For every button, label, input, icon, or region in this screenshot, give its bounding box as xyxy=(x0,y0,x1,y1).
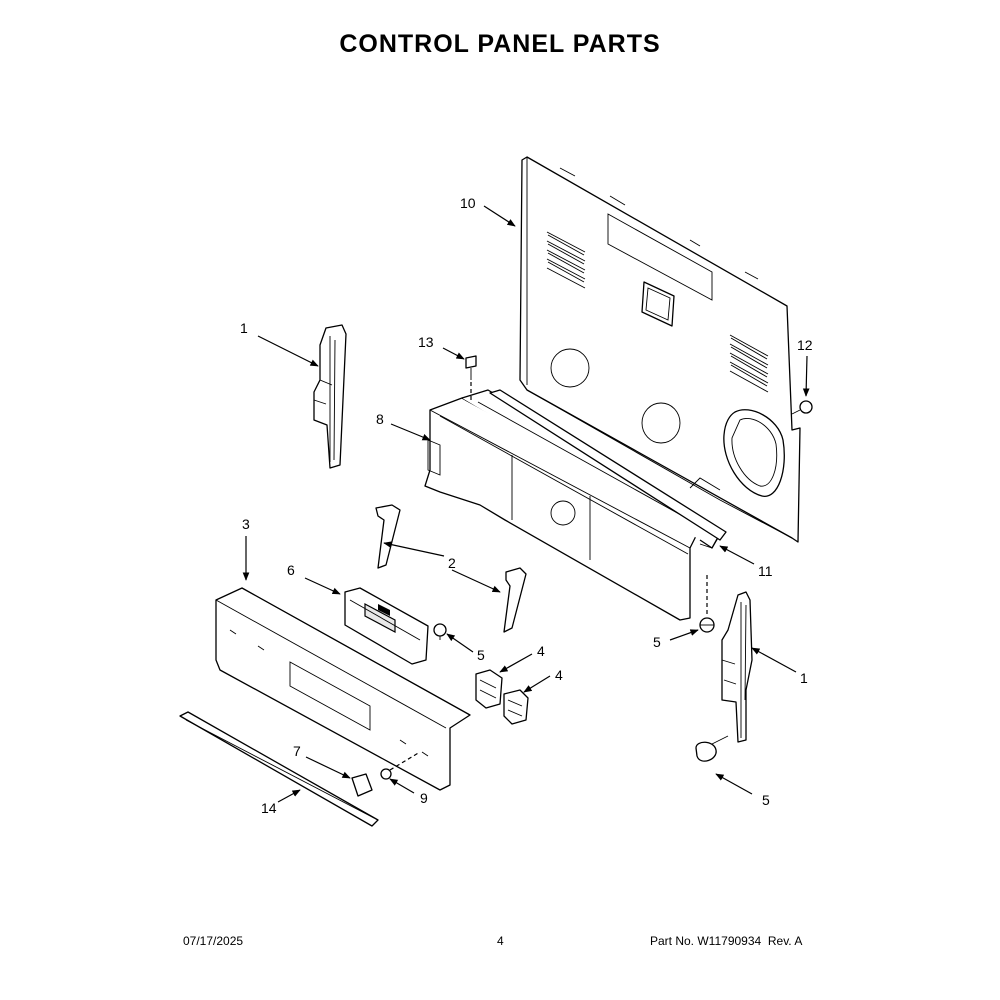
callout-7: 7 xyxy=(293,743,301,759)
callout-11: 11 xyxy=(758,563,773,579)
callout-1-left: 1 xyxy=(240,320,248,336)
vent-slots-right xyxy=(729,334,769,393)
part-2-brackets xyxy=(375,504,527,633)
callout-5-center: 5 xyxy=(653,634,661,650)
vent-slots-left xyxy=(546,231,586,289)
footer-date: 07/17/2025 xyxy=(183,934,244,948)
part-label: Part No. xyxy=(650,934,695,948)
part-4-switches xyxy=(475,669,529,725)
callout-13: 13 xyxy=(418,334,434,350)
part-1-left-bracket xyxy=(313,324,347,469)
footer-part-info: Part No. W11790934 Rev. A xyxy=(650,934,802,948)
callout-8: 8 xyxy=(376,411,384,427)
page-title: CONTROL PANEL PARTS xyxy=(339,30,661,58)
part-3-console xyxy=(215,587,471,791)
callout-12: 12 xyxy=(797,337,813,353)
part-12-screw xyxy=(791,400,813,415)
part-10-rear-panel xyxy=(519,156,801,543)
callout-2: 2 xyxy=(448,555,456,571)
part-number: W11790934 xyxy=(697,934,762,948)
part-5-screws xyxy=(433,617,729,762)
part-11-trim-strip xyxy=(489,389,727,541)
callout-3: 3 xyxy=(242,516,250,532)
callout-6: 6 xyxy=(287,562,295,578)
callout-9: 9 xyxy=(420,790,428,806)
callout-10: 10 xyxy=(460,195,476,211)
part-14-trim xyxy=(179,711,379,827)
rev-label: Rev. xyxy=(767,934,792,948)
rev-value: A xyxy=(794,934,803,948)
callout-5-mid: 5 xyxy=(477,647,485,663)
callout-4-upper: 4 xyxy=(537,643,545,659)
footer-page-number: 4 xyxy=(497,934,504,948)
callout-14: 14 xyxy=(261,800,277,816)
part-9-adapter xyxy=(380,768,392,780)
part-6-control-board xyxy=(344,587,429,665)
part-7-knob xyxy=(351,773,373,797)
part-13-screw xyxy=(465,355,477,380)
callout-4-lower: 4 xyxy=(555,667,563,683)
leader-arrows xyxy=(242,205,810,803)
part-8-control-frame xyxy=(424,389,723,621)
part-1-right-bracket xyxy=(721,591,753,743)
callout-5-bottom: 5 xyxy=(762,792,770,808)
callout-1-right: 1 xyxy=(800,670,808,686)
